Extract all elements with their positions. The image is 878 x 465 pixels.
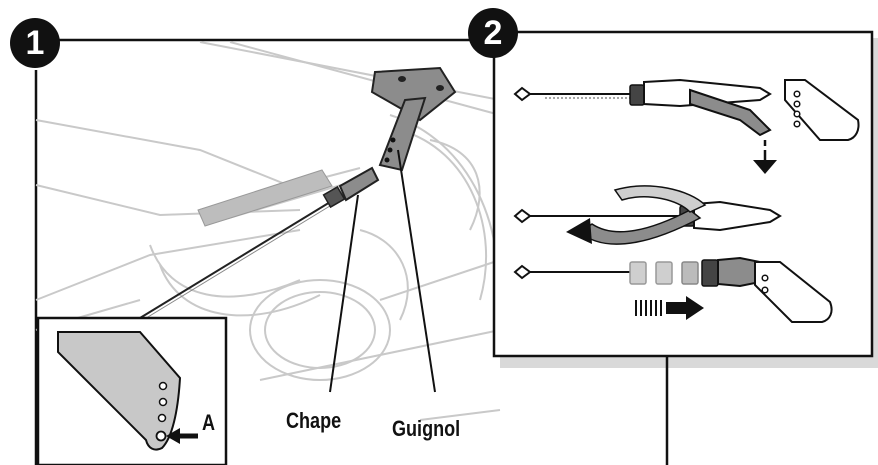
clevis-attach-step	[513, 256, 833, 323]
clevis-open-step	[513, 78, 860, 174]
clevis-label: Chape	[286, 408, 342, 433]
pushrod-panel-1	[139, 166, 380, 321]
wing-strip	[197, 169, 333, 227]
hole-marker-label: A	[202, 410, 216, 435]
leader-lines	[329, 149, 436, 393]
panel-1-frame	[34, 38, 470, 465]
horn-hole-inset	[36, 316, 228, 465]
clevis-screw-step	[513, 185, 782, 245]
control-horn-mount	[370, 66, 457, 172]
step-badge-1: 1	[10, 18, 60, 68]
control-horn-label: Guignol	[392, 416, 461, 441]
step-badge-2: 2	[468, 8, 518, 58]
